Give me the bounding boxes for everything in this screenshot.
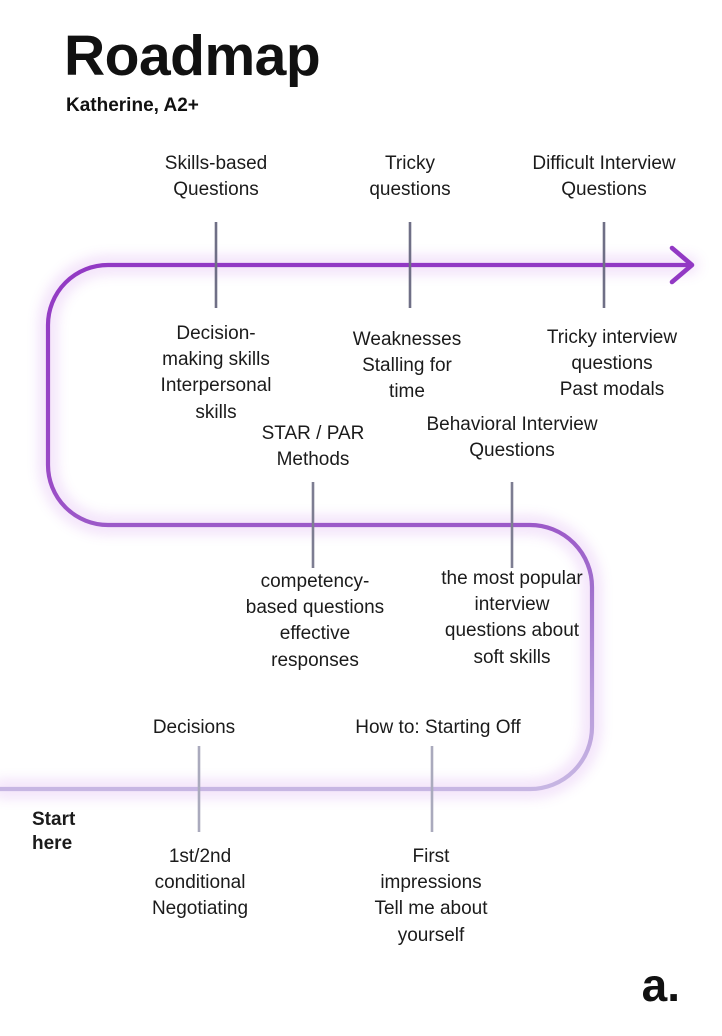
- label-decision-making-skills: Decision- making skills Interpersonal sk…: [160, 323, 272, 423]
- page-subtitle: Katherine, A2+: [66, 95, 199, 116]
- arrow-head-icon: [669, 245, 695, 285]
- label-skills-based-questions: Skills-based Questions: [164, 153, 268, 201]
- label-tricky-interview-past-modals: Tricky interview questions Past modals: [546, 327, 678, 401]
- label-tricky-questions: Tricky questions: [369, 153, 451, 201]
- signature-mark: a.: [641, 959, 680, 1011]
- label-how-to-starting-off: How to: Starting Off: [355, 717, 521, 738]
- label-behavioral-interview-questions: Behavioral Interview Questions: [426, 414, 598, 462]
- label-weaknesses-stalling: Weaknesses Stalling for time: [352, 329, 462, 403]
- label-difficult-interview-questions: Difficult Interview Questions: [532, 153, 676, 201]
- label-decisions: Decisions: [152, 717, 236, 738]
- label-conditional-negotiating: 1st/2nd conditional Negotiating: [151, 846, 249, 920]
- label-popular-soft-skills-questions: the most popular interview questions abo…: [441, 568, 583, 668]
- tick-group-middle: [311, 482, 514, 568]
- start-here-marker: Start here: [32, 809, 76, 854]
- tick-group-bottom: [197, 746, 434, 832]
- label-first-impressions: First impressions Tell me about yourself: [374, 846, 488, 946]
- header: Roadmap Katherine, A2+: [64, 24, 321, 117]
- label-star-par-methods: STAR / PAR Methods: [261, 423, 365, 471]
- page-title: Roadmap: [64, 24, 321, 88]
- label-competency-based-questions: competency- based questions effective re…: [245, 571, 385, 671]
- tick-group-top: [214, 222, 606, 308]
